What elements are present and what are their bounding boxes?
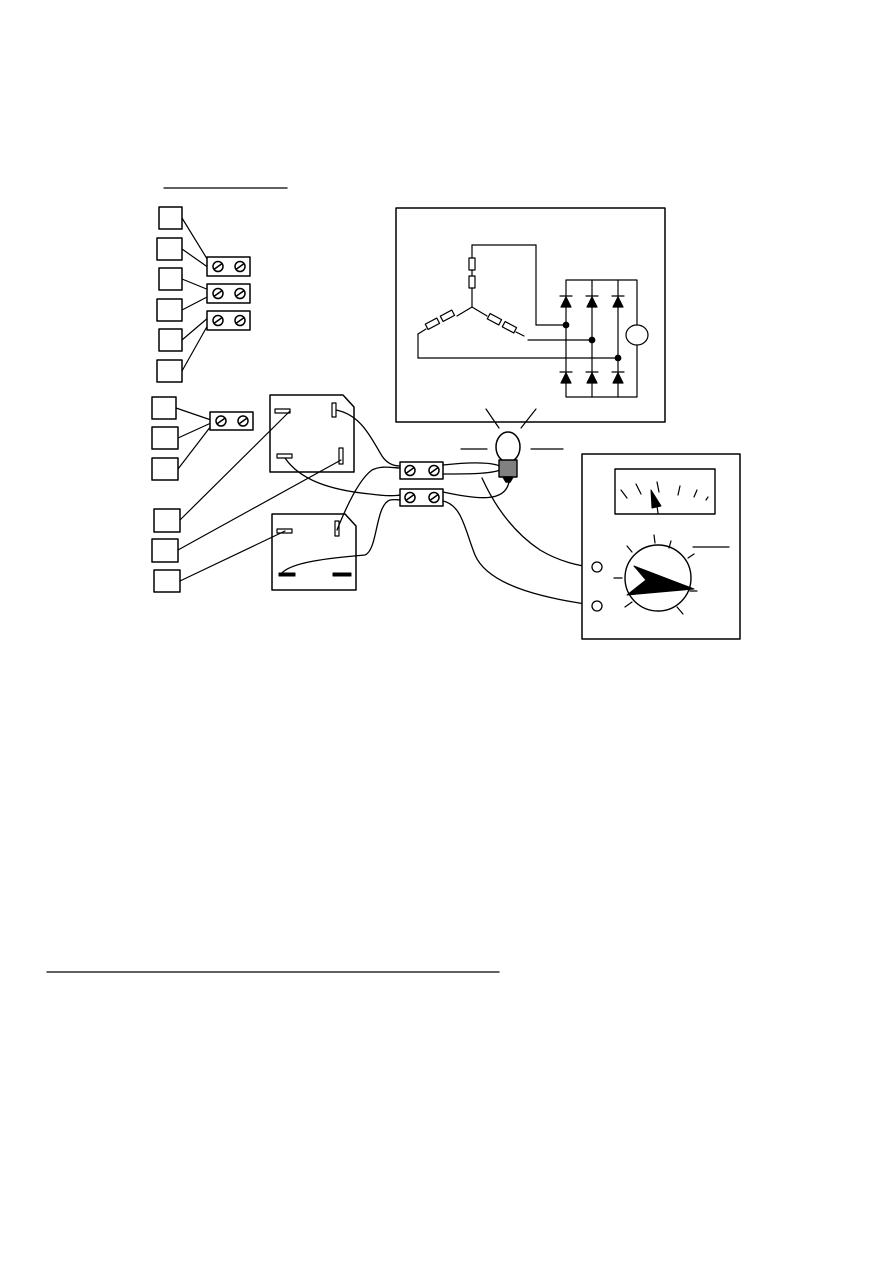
label-box [156, 237, 183, 261]
relay-pin [278, 572, 296, 577]
terminal-block-lower [399, 488, 444, 507]
curved-wires [280, 409, 593, 606]
terminal-strip-1 [206, 256, 251, 277]
upper-connection-lines [181, 217, 210, 372]
multimeter [581, 453, 741, 640]
terminal-strip-3 [206, 310, 251, 331]
relay-feed-wires [177, 410, 342, 582]
screw-terminal-icon [234, 314, 246, 327]
screw-terminal-icon [237, 415, 249, 427]
relay-pin [276, 453, 293, 459]
screw-terminal-icon [428, 491, 440, 504]
relay-pin [332, 572, 352, 577]
terminal-block-upper [399, 461, 444, 480]
label-box [151, 396, 177, 420]
label-boxes-group-upper [156, 206, 183, 383]
label-box [158, 328, 183, 352]
analog-meter-icon [614, 468, 716, 515]
terminal-strip-2 [206, 283, 251, 304]
diode-bridge [559, 279, 649, 398]
rotary-selector-knob-icon[interactable] [613, 534, 698, 615]
screw-terminal-icon [234, 287, 246, 300]
label-box [156, 298, 183, 322]
label-box [158, 206, 183, 230]
label-box [153, 508, 181, 533]
screw-terminal-icon [212, 260, 224, 273]
middle-connection-lines [175, 407, 212, 470]
diode-symbol-icon [612, 372, 624, 384]
light-bulb-icon [460, 408, 564, 483]
bulb-base [498, 459, 518, 478]
diode-symbol-icon [586, 372, 598, 384]
screw-terminal-icon [404, 491, 416, 504]
meter-needle [650, 489, 662, 509]
screw-terminal-icon [428, 464, 440, 477]
relay-1 [269, 394, 355, 473]
screw-terminal-icon [234, 260, 246, 273]
diode-symbol-icon [560, 372, 572, 384]
label-boxes-group-middle [151, 396, 179, 481]
screw-terminal-icon [212, 287, 224, 300]
label-box [151, 538, 179, 563]
screw-terminal-icon [212, 314, 224, 327]
load-symbol [625, 324, 649, 346]
label-box [153, 569, 181, 593]
diode-symbol-icon [560, 296, 572, 308]
relay-pin [338, 447, 344, 465]
label-box [156, 359, 183, 383]
screw-terminal-icon [215, 415, 227, 427]
input-jack[interactable] [591, 600, 603, 612]
meter-scale [620, 481, 709, 501]
diode-symbol-icon [586, 296, 598, 308]
label-box [158, 267, 183, 291]
rectifier-schematic-panel [395, 207, 666, 423]
label-box [151, 457, 179, 481]
screw-terminal-icon [404, 464, 416, 477]
terminal-strip-4 [209, 411, 254, 431]
label-box [151, 426, 179, 450]
input-jack[interactable] [591, 561, 603, 573]
star-winding [417, 244, 619, 359]
diode-symbol-icon [612, 296, 624, 308]
relay-2 [271, 513, 357, 591]
label-boxes-group-lower [151, 508, 181, 593]
